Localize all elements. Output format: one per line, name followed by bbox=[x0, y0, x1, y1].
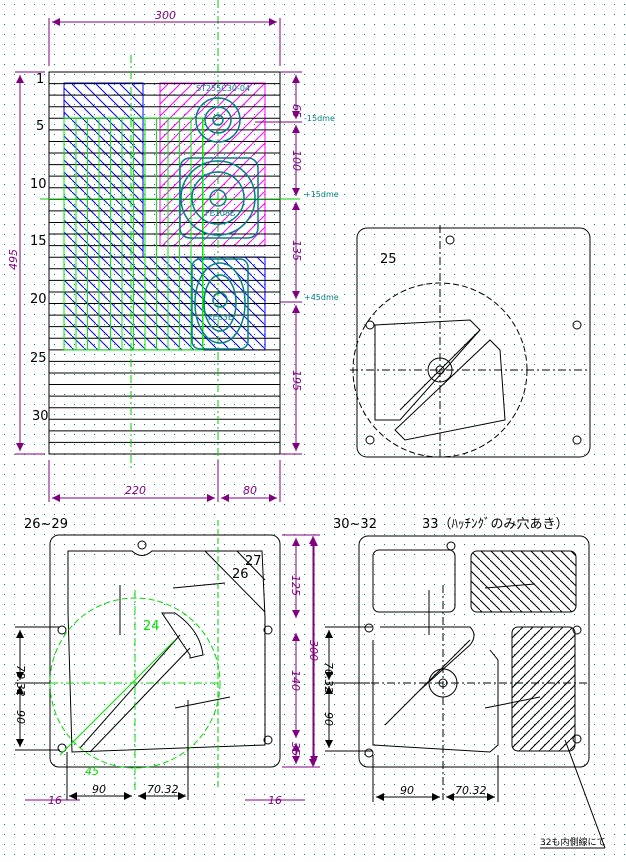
dim-right: 35 bbox=[289, 742, 302, 756]
board-number: 10 bbox=[30, 177, 47, 192]
part-label: 26 bbox=[232, 567, 249, 582]
board-slats bbox=[49, 83, 280, 443]
board-number: 5 bbox=[36, 119, 44, 134]
dim-left: 70.32 bbox=[322, 662, 335, 694]
dim-height: 495 bbox=[7, 249, 20, 270]
board-number: 20 bbox=[30, 292, 47, 307]
dim-right: 140 bbox=[289, 670, 302, 691]
dim-left: 90 bbox=[322, 712, 335, 726]
dim-left: 70.32 bbox=[14, 665, 27, 697]
dim-bottom: 70.32 bbox=[147, 783, 179, 796]
speaker-label: FE108E bbox=[205, 209, 235, 218]
part-label: 24 bbox=[143, 619, 160, 634]
dim-bottom-left: 220 bbox=[125, 484, 146, 497]
dim-edge: 16 bbox=[268, 794, 282, 807]
dim-bottom: 90 bbox=[92, 783, 106, 796]
dim-left: 90 bbox=[14, 710, 27, 724]
dim-right: 100 bbox=[290, 150, 303, 171]
speaker-tweeter bbox=[195, 97, 241, 143]
green-verticals bbox=[75, 118, 203, 350]
dim-width: 300 bbox=[155, 9, 176, 22]
dim-right: 195 bbox=[290, 370, 303, 391]
dim-bottom: 90 bbox=[400, 784, 414, 797]
speaker-fullrange bbox=[179, 157, 259, 239]
panel-25 bbox=[350, 225, 591, 460]
panel-label: 26~29 bbox=[24, 517, 68, 532]
speaker-label: FE83E bbox=[208, 313, 233, 322]
panel-label: 30~32 bbox=[333, 517, 377, 532]
panel-30-32 bbox=[355, 535, 606, 849]
part-label: 27 bbox=[245, 554, 262, 569]
panel-26-29 bbox=[49, 534, 281, 768]
dim-right: 125 bbox=[289, 575, 302, 596]
panel-label: 25 bbox=[380, 252, 397, 267]
dim-bottom: 70.32 bbox=[455, 784, 487, 797]
board-number: 15 bbox=[30, 234, 47, 249]
dim-edge: 16 bbox=[48, 794, 62, 807]
speaker-label: ST255C30-04 bbox=[196, 84, 250, 93]
level-note: -15dme bbox=[304, 114, 335, 123]
board-number: 30 bbox=[32, 409, 49, 424]
angle-label: 45 bbox=[85, 765, 99, 778]
front-view: ST255C30-04 FE108E FE83E 1 5 10 15 20 25… bbox=[7, 0, 339, 502]
dim-right: 65 bbox=[290, 104, 303, 118]
board-number: 1 bbox=[36, 72, 44, 87]
board-number: 25 bbox=[30, 351, 47, 366]
dim-right: 135 bbox=[290, 240, 303, 261]
callout-note: 32も内側線にて bbox=[540, 836, 605, 848]
speaker-oval bbox=[191, 258, 249, 350]
level-note: +45dme bbox=[304, 293, 339, 302]
panel-label-33: 33（ﾊｯﾁﾝｸﾞのみ穴あき） bbox=[422, 517, 569, 532]
dim-bottom-right: 80 bbox=[243, 484, 257, 497]
level-note: +15dme bbox=[304, 190, 339, 199]
